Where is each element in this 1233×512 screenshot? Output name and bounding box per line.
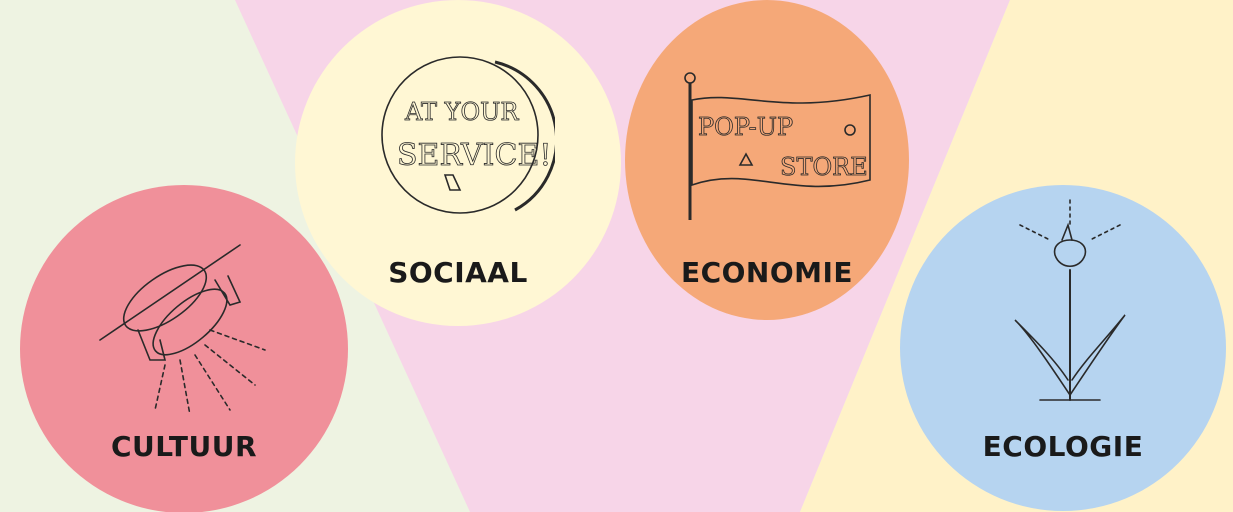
theme-sociaal[interactable]: AT YOUR SERVICE! SOCIAAL	[295, 0, 621, 326]
svg-text:STORE: STORE	[780, 153, 868, 181]
svg-text:POP-UP: POP-UP	[698, 113, 793, 141]
at-your-service-badge-icon: AT YOUR SERVICE!	[381, 56, 555, 214]
theme-ecologie[interactable]: ECOLOGIE	[900, 185, 1226, 511]
theme-label-sociaal: SOCIAAL	[388, 256, 528, 289]
svg-text:AT YOUR: AT YOUR	[404, 98, 519, 126]
theme-label-cultuur: CULTUUR	[110, 430, 258, 463]
flower-icon	[1014, 199, 1126, 401]
theme-label-ecologie: ECOLOGIE	[982, 430, 1144, 463]
theme-cultuur[interactable]: CULTUUR	[20, 185, 348, 512]
pop-up-store-flag-icon: POP-UP STORE	[684, 72, 871, 220]
spotlight-icon	[99, 244, 266, 416]
theme-label-economie: ECONOMIE	[680, 256, 854, 289]
theme-economie[interactable]: POP-UP STORE ECONOMIE	[625, 0, 909, 320]
svg-text:SERVICE!: SERVICE!	[397, 138, 551, 173]
